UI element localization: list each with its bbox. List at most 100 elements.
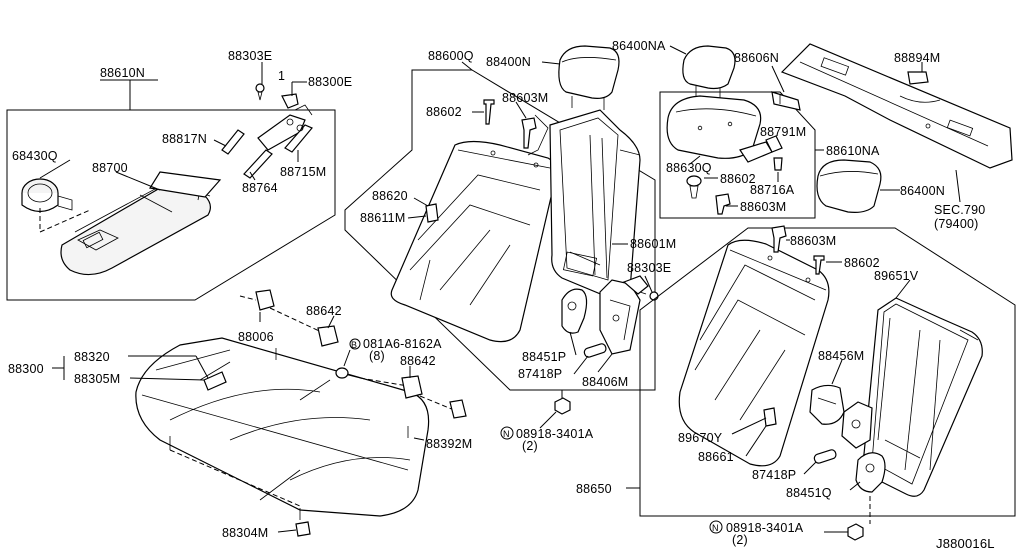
part-88602-c[interactable] [813,255,825,275]
part-parcel-shelf[interactable] [780,43,1013,169]
callout-88610N[interactable]: 88610N [100,66,145,80]
part-bolt-081A6[interactable] [335,367,361,379]
part-88304M[interactable] [295,521,311,537]
part-headrest-88400N-a[interactable] [558,45,620,110]
callout-86400N-b[interactable]: 86400N [900,184,945,198]
callout-88303E-b[interactable]: 88303E [627,261,671,275]
part-88630Q[interactable] [666,95,773,163]
callout-88642-a[interactable]: 88642 [306,304,342,318]
sec-790-ref[interactable]: SEC.790 [934,203,985,217]
callout-88611M[interactable]: 88611M [360,211,405,225]
part-88817N[interactable] [221,129,245,155]
callout-88817N[interactable]: 88817N [162,132,207,146]
part-88602-a[interactable] [483,99,495,125]
part-88791M[interactable] [765,135,783,153]
callout-88300E[interactable]: 88300E [308,75,352,89]
callout-88606N[interactable]: 88606N [734,51,779,65]
callout-88650[interactable]: 88650 [576,482,612,496]
callout-88400N-a[interactable]: 88400N [486,55,531,69]
part-clip-88300E[interactable] [281,93,299,109]
callout-87418P-b[interactable]: 87418P [752,468,796,482]
callout-08918-a[interactable]: 08918-3401A [516,427,594,441]
part-seatback-rh-pad[interactable] [390,140,558,343]
part-88894M[interactable] [907,71,929,85]
callout-88602-a[interactable]: 88602 [426,105,462,119]
callout-88303E-a[interactable]: 88303E [228,49,272,63]
callout-88700[interactable]: 88700 [92,161,128,175]
callout-88603M-b[interactable]: 88603M [740,200,786,214]
callout-88305M[interactable]: 88305M [74,372,120,386]
part-clip-392[interactable] [449,399,467,419]
callout-87418P-a[interactable]: 87418P [518,367,562,381]
part-cupholder[interactable] [21,178,73,213]
callout-88300[interactable]: 88300 [8,362,44,376]
callout-88392M[interactable]: 88392M [426,437,472,451]
callout-081A6[interactable]: 081A6-8162A [363,337,442,351]
part-88764[interactable] [243,149,273,179]
callout-08918-b[interactable]: 08918-3401A [726,521,804,535]
callout-86400NA[interactable]: 86400NA [612,39,666,53]
callout-081A6-qty: (8) [369,349,385,363]
callout-88600Q[interactable]: 88600Q [428,49,474,63]
callout-88620[interactable]: 88620 [372,189,408,203]
part-nut-08918-b[interactable] [847,523,864,541]
part-88451Q[interactable] [855,452,886,493]
callout-88642-b[interactable]: 88642 [400,354,436,368]
part-88602-b[interactable] [686,175,702,199]
callout-88406M[interactable]: 88406M [582,375,628,389]
callout-68430Q[interactable]: 68430Q [12,149,58,163]
part-headrest-86400N-b[interactable] [816,159,882,213]
part-headrest-86400NA[interactable] [682,45,736,100]
center-armrest-box [659,91,816,219]
callout-88451P[interactable]: 88451P [522,350,566,364]
callout-88610NA[interactable]: 88610NA [826,144,880,158]
part-latch-lh[interactable] [841,401,873,449]
callout-88715M[interactable]: 88715M [280,165,326,179]
part-87418P-b[interactable] [813,449,837,464]
part-seatback-rh-frame[interactable] [527,109,641,301]
part-nut-08918-a[interactable] [554,397,571,415]
part-88603M-a[interactable] [521,117,537,149]
seatback-rh-box [344,69,656,391]
callout-88006[interactable]: 88006 [238,330,274,344]
part-seatback-lh-frame[interactable] [862,297,983,497]
part-88603M-c[interactable] [771,225,787,253]
callout-88603M-c[interactable]: 88603M [790,234,836,248]
part-87418P-a[interactable] [583,343,607,358]
part-armrest[interactable] [60,171,222,276]
callout-88791M[interactable]: 88791M [760,125,806,139]
part-hinge-88715M[interactable] [257,104,313,153]
part-88642-a[interactable] [317,325,339,347]
seatback-lh-group: 88650 89651V 88603M [576,225,1016,524]
callout-89651V[interactable]: 89651V [874,269,919,283]
part-seatback-lh-pad[interactable] [678,239,830,467]
part-88456M[interactable] [809,384,845,425]
part-88451P[interactable] [561,288,588,334]
callout-88894M[interactable]: 88894M [894,51,940,65]
part-88716A[interactable] [773,157,783,171]
callout-88630Q[interactable]: 88630Q [666,161,712,175]
callout-88320[interactable]: 88320 [74,350,110,364]
part-88606N[interactable] [771,91,801,111]
part-88603M-b[interactable] [715,193,731,215]
part-88006[interactable] [255,289,275,311]
callout-88601M[interactable]: 88601M [630,237,676,251]
callout-88602-c[interactable]: 88602 [844,256,880,270]
callout-88304M[interactable]: 88304M [222,526,268,540]
callout-88716A[interactable]: 88716A [750,183,795,197]
callout-88456M[interactable]: 88456M [818,349,864,363]
part-89670Y[interactable] [763,407,777,427]
callout-88661[interactable]: 88661 [698,450,734,464]
part-88642-b[interactable] [401,375,423,399]
callout-88764[interactable]: 88764 [242,181,278,195]
part-88320[interactable] [203,371,227,391]
part-screw-88303E-a[interactable] [255,83,265,101]
callout-88603M-a[interactable]: 88603M [502,91,548,105]
callout-88602-b[interactable]: 88602 [720,172,756,186]
callout-89670Y[interactable]: 89670Y [678,431,723,445]
callout-88451Q[interactable]: 88451Q [786,486,832,500]
part-88406M[interactable] [599,275,649,355]
part-seat-cushion[interactable] [135,337,430,520]
part-88620[interactable] [425,203,439,223]
